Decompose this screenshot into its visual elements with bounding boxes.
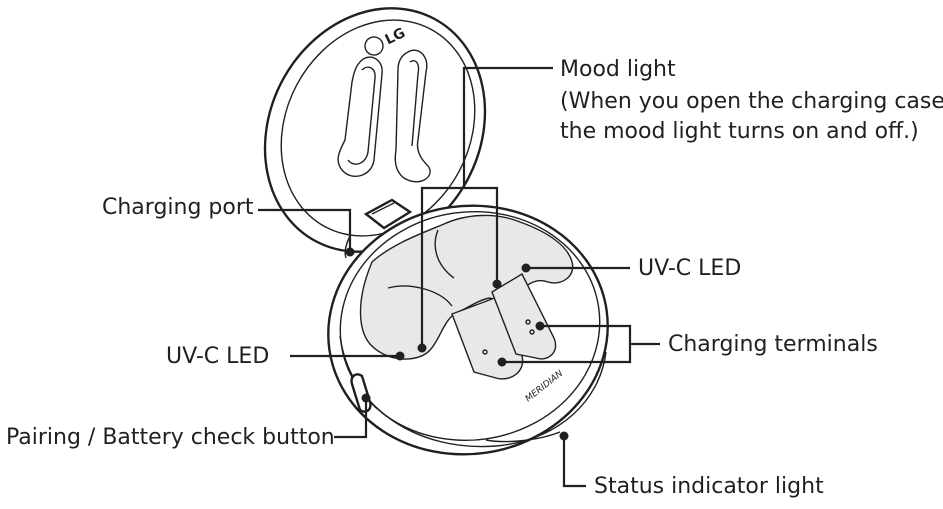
label-status-light: Status indicator light <box>594 474 824 499</box>
label-mood-light: Mood light <box>560 57 676 82</box>
status-light-slot <box>485 431 561 443</box>
label-mood-light-note-2: the mood light turns on and off.) <box>560 119 919 144</box>
callout-labels: Mood light (When you open the charging c… <box>6 57 943 499</box>
lid-recess-right <box>394 49 431 183</box>
label-mood-light-note-1: (When you open the charging case, <box>560 89 943 114</box>
label-charging-terminals: Charging terminals <box>668 332 878 357</box>
lid-recess-left <box>337 56 383 178</box>
label-charging-port: Charging port <box>102 195 254 220</box>
leader-lines <box>258 66 660 488</box>
label-uvc-led-right: UV-C LED <box>638 256 741 281</box>
stem-slot-right <box>491 273 557 360</box>
label-pairing-button: Pairing / Battery check button <box>6 425 335 450</box>
case-hinge <box>363 198 413 230</box>
case-lid: LG <box>263 7 487 253</box>
label-uvc-led-left: UV-C LED <box>166 344 269 369</box>
leader-dots <box>345 247 569 441</box>
